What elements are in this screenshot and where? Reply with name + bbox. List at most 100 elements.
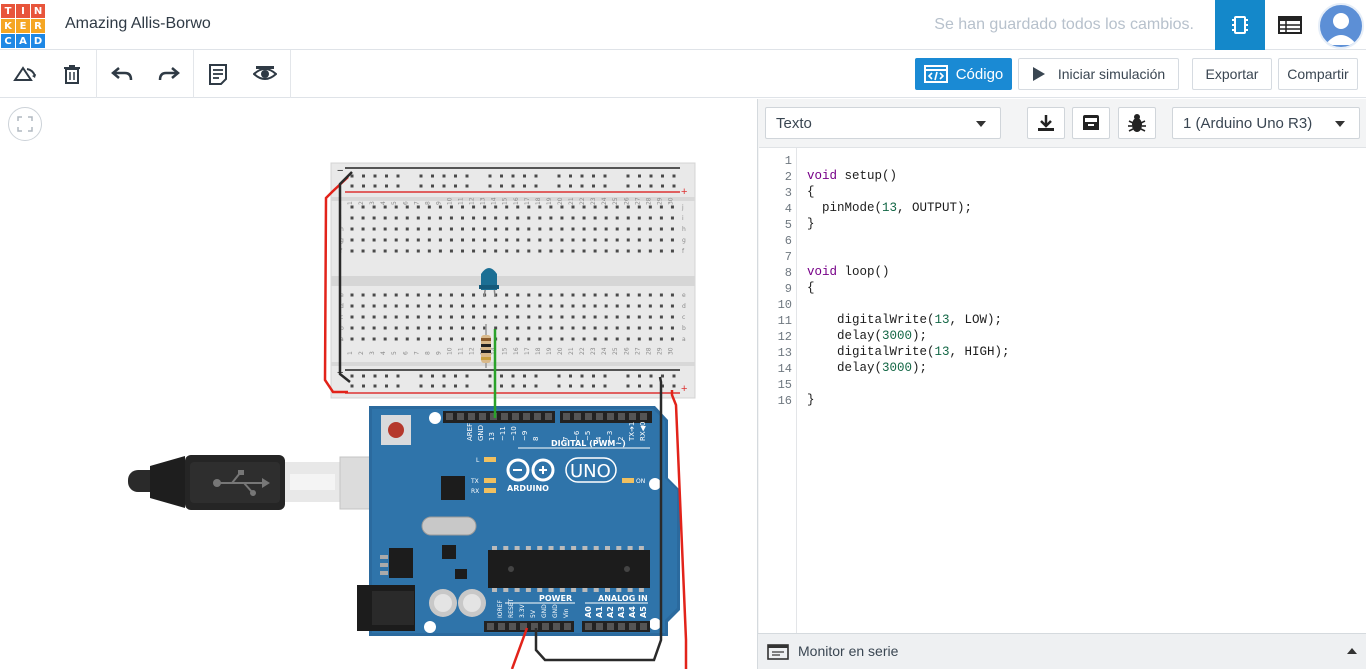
breadboard-hole[interactable]	[416, 205, 420, 209]
header-pin[interactable]	[542, 623, 549, 630]
breadboard-hole[interactable]	[527, 205, 531, 209]
code-line[interactable]: void setup()	[807, 169, 898, 183]
breadboard-hole[interactable]	[560, 293, 564, 297]
breadboard-hole[interactable]	[350, 249, 354, 253]
header-pin[interactable]	[531, 623, 538, 630]
breadboard-hole[interactable]	[626, 293, 630, 297]
rail-hole[interactable]	[603, 374, 607, 378]
breadboard-hole[interactable]	[405, 238, 409, 242]
breadboard-hole[interactable]	[472, 205, 476, 209]
breadboard-hole[interactable]	[372, 227, 376, 231]
breadboard-hole[interactable]	[582, 227, 586, 231]
schematic-view-button[interactable]	[1265, 0, 1315, 50]
code-line[interactable]: delay(3000);	[807, 361, 928, 375]
breadboard-hole[interactable]	[449, 216, 453, 220]
breadboard-hole[interactable]	[449, 315, 453, 319]
breadboard-hole[interactable]	[505, 293, 509, 297]
breadboard-hole[interactable]	[405, 216, 409, 220]
rail-hole[interactable]	[592, 174, 595, 178]
breadboard-hole[interactable]	[604, 249, 608, 253]
breadboard-hole[interactable]	[505, 238, 509, 242]
rail-hole[interactable]	[454, 174, 457, 178]
breadboard-hole[interactable]	[461, 337, 464, 341]
breadboard-hole[interactable]	[637, 304, 641, 308]
rail-hole[interactable]	[385, 384, 388, 388]
breadboard-hole[interactable]	[372, 315, 376, 319]
breadboard-hole[interactable]	[615, 216, 619, 220]
breadboard-hole[interactable]	[637, 337, 641, 341]
rail-hole[interactable]	[523, 184, 526, 188]
breadboard-hole[interactable]	[449, 326, 453, 330]
breadboard-hole[interactable]	[582, 293, 586, 297]
header-pin[interactable]	[553, 623, 560, 630]
breadboard-hole[interactable]	[615, 249, 619, 253]
rail-hole[interactable]	[523, 384, 526, 388]
rail-hole[interactable]	[580, 384, 584, 388]
breadboard-hole[interactable]	[427, 216, 431, 220]
breadboard-hole[interactable]	[648, 293, 652, 297]
breadboard-hole[interactable]	[505, 249, 509, 253]
code-line[interactable]: pinMode(13, OUTPUT);	[807, 201, 973, 215]
breadboard-hole[interactable]	[648, 337, 652, 341]
code-line[interactable]: {	[807, 185, 815, 199]
rail-hole[interactable]	[603, 184, 607, 188]
breadboard-hole[interactable]	[648, 304, 652, 308]
rail-hole[interactable]	[454, 384, 457, 388]
breadboard-hole[interactable]	[483, 205, 487, 209]
usb-cable[interactable]	[128, 455, 413, 510]
breadboard-hole[interactable]	[538, 293, 542, 297]
breadboard-hole[interactable]	[438, 227, 442, 231]
breadboard-hole[interactable]	[449, 337, 453, 341]
breadboard-hole[interactable]	[372, 293, 376, 297]
device-select[interactable]: 1 (Arduino Uno R3)	[1172, 107, 1360, 139]
breadboard-hole[interactable]	[472, 315, 476, 319]
breadboard-hole[interactable]	[472, 227, 476, 231]
redo-button[interactable]	[146, 50, 192, 98]
rail-hole[interactable]	[626, 374, 630, 378]
breadboard-hole[interactable]	[659, 304, 663, 308]
rail-hole[interactable]	[465, 184, 469, 188]
header-pin[interactable]	[501, 413, 508, 420]
breadboard-hole[interactable]	[438, 315, 442, 319]
rail-hole[interactable]	[396, 374, 400, 378]
breadboard-hole[interactable]	[427, 315, 431, 319]
rail-hole[interactable]	[419, 374, 423, 378]
rail-hole[interactable]	[500, 384, 503, 388]
breadboard-hole[interactable]	[604, 315, 608, 319]
breadboard-hole[interactable]	[438, 216, 442, 220]
breadboard-hole[interactable]	[527, 293, 531, 297]
breadboard-hole[interactable]	[560, 315, 564, 319]
breadboard-hole[interactable]	[615, 315, 619, 319]
breadboard-hole[interactable]	[394, 293, 398, 297]
rail-hole[interactable]	[638, 384, 641, 388]
breadboard-hole[interactable]	[604, 216, 608, 220]
breadboard-hole[interactable]	[394, 337, 398, 341]
breadboard-hole[interactable]	[549, 205, 553, 209]
rail-hole[interactable]	[534, 184, 538, 188]
breadboard-hole[interactable]	[571, 326, 575, 330]
breadboard-hole[interactable]	[538, 216, 542, 220]
breadboard-hole[interactable]	[527, 315, 531, 319]
breadboard-hole[interactable]	[549, 326, 553, 330]
header-pin[interactable]	[629, 623, 636, 630]
breadboard-hole[interactable]	[549, 216, 553, 220]
breadboard-hole[interactable]	[494, 326, 498, 330]
breadboard-hole[interactable]	[648, 227, 652, 231]
rail-hole[interactable]	[350, 374, 354, 378]
breadboard-hole[interactable]	[670, 249, 674, 253]
breadboard-hole[interactable]	[560, 238, 564, 242]
breadboard-hole[interactable]	[461, 304, 464, 308]
breadboard-hole[interactable]	[350, 227, 354, 231]
rail-hole[interactable]	[396, 184, 400, 188]
rail-hole[interactable]	[511, 174, 515, 178]
breadboard-hole[interactable]	[527, 216, 531, 220]
circuit-view-button[interactable]	[1215, 0, 1265, 50]
breadboard-hole[interactable]	[527, 337, 531, 341]
breadboard-hole[interactable]	[582, 315, 586, 319]
rail-hole[interactable]	[603, 174, 607, 178]
breadboard-hole[interactable]	[427, 249, 431, 253]
rail-hole[interactable]	[534, 374, 538, 378]
download-code-button[interactable]	[1027, 107, 1065, 139]
rail-hole[interactable]	[638, 174, 641, 178]
